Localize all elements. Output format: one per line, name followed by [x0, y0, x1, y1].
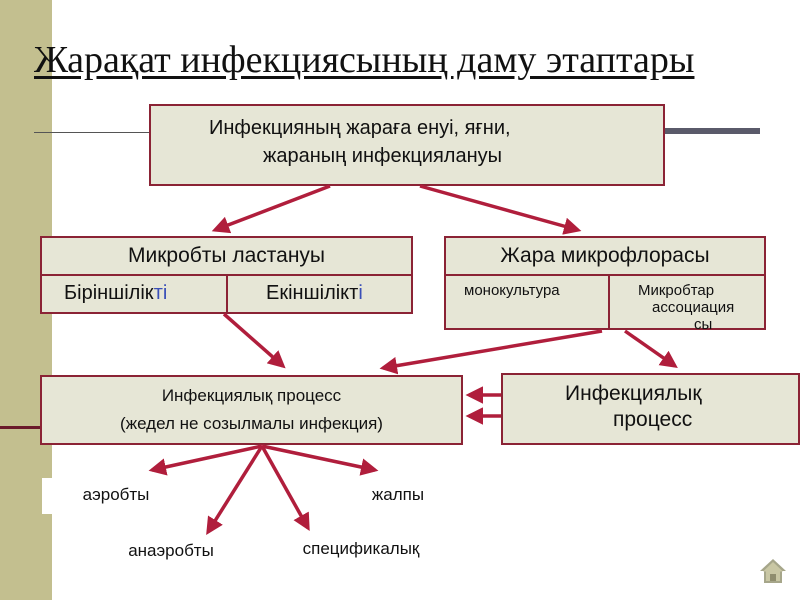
- home-icon[interactable]: [758, 556, 788, 586]
- infection-process-right-box: Инфекциялық процесс: [501, 373, 800, 445]
- secondary-label-suffix: і: [358, 282, 363, 304]
- arrow-to-anaerob: [206, 445, 264, 535]
- arrow-top-to-microbes: [211, 184, 331, 234]
- association-line3: сы: [694, 316, 713, 333]
- wound-microflora-title: Жара микрофлорасы: [446, 238, 764, 276]
- infection-entry-line2: жараның инфекциялануы: [263, 145, 502, 167]
- monoculture-cell: монокультура: [446, 276, 610, 328]
- specific-leaf: спецификалық: [268, 532, 454, 568]
- side-accent-line: [0, 426, 52, 429]
- microbial-association-cell: Микробтар ассоциация сы: [612, 276, 764, 333]
- anaerobic-leaf: анаэробты: [88, 534, 254, 570]
- secondary-label: Екіншілікт: [266, 282, 359, 304]
- arrow-to-aerob: [148, 444, 263, 476]
- primary-label-suffix: ті: [153, 282, 168, 304]
- infection-process-line2: (жедел не созылмалы инфекция): [120, 414, 383, 433]
- wound-microflora-box: Жара микрофлорасы монокультура Микробтар…: [444, 236, 766, 333]
- general-leaf: жалпы: [330, 478, 466, 514]
- arrow-assoc-to-process-right: [623, 329, 678, 369]
- infection-entry-line1: Инфекцияның жараға енуі, яғни,: [209, 117, 511, 139]
- primary-contamination-cell: Біріншілікті: [42, 276, 228, 312]
- association-line2: ассоциация: [652, 299, 735, 316]
- arrow-primary-to-process: [222, 312, 286, 369]
- arrow-to-general: [261, 444, 379, 476]
- microbial-contamination-box: Микробты ластануы Біріншілікті Екіншілік…: [40, 236, 413, 314]
- association-line1: Микробтар: [638, 282, 715, 299]
- microbial-contamination-title: Микробты ластануы: [42, 238, 411, 276]
- title-divider-accent: [612, 128, 760, 134]
- arrow-to-specific: [260, 445, 310, 532]
- infection-process-box: Инфекциялық процесс (жедел не созылмалы …: [40, 375, 463, 445]
- primary-label: Біріншілік: [64, 282, 154, 304]
- secondary-contamination-cell: Екіншілікті: [230, 276, 411, 312]
- page-title: Жарақат инфекциясының даму этаптары: [34, 39, 695, 81]
- infection-process-right-line1: Инфекциялық: [565, 382, 702, 405]
- infection-entry-box: Инфекцияның жараға енуі, яғни, жараның и…: [149, 104, 665, 186]
- infection-process-line1: Инфекциялық процесс: [161, 386, 342, 405]
- arrow-top-to-flora: [419, 184, 582, 235]
- aerobic-leaf: аэробты: [42, 478, 190, 514]
- arrow-mono-to-process: [379, 329, 603, 375]
- infection-process-right-line2: процесс: [613, 408, 693, 431]
